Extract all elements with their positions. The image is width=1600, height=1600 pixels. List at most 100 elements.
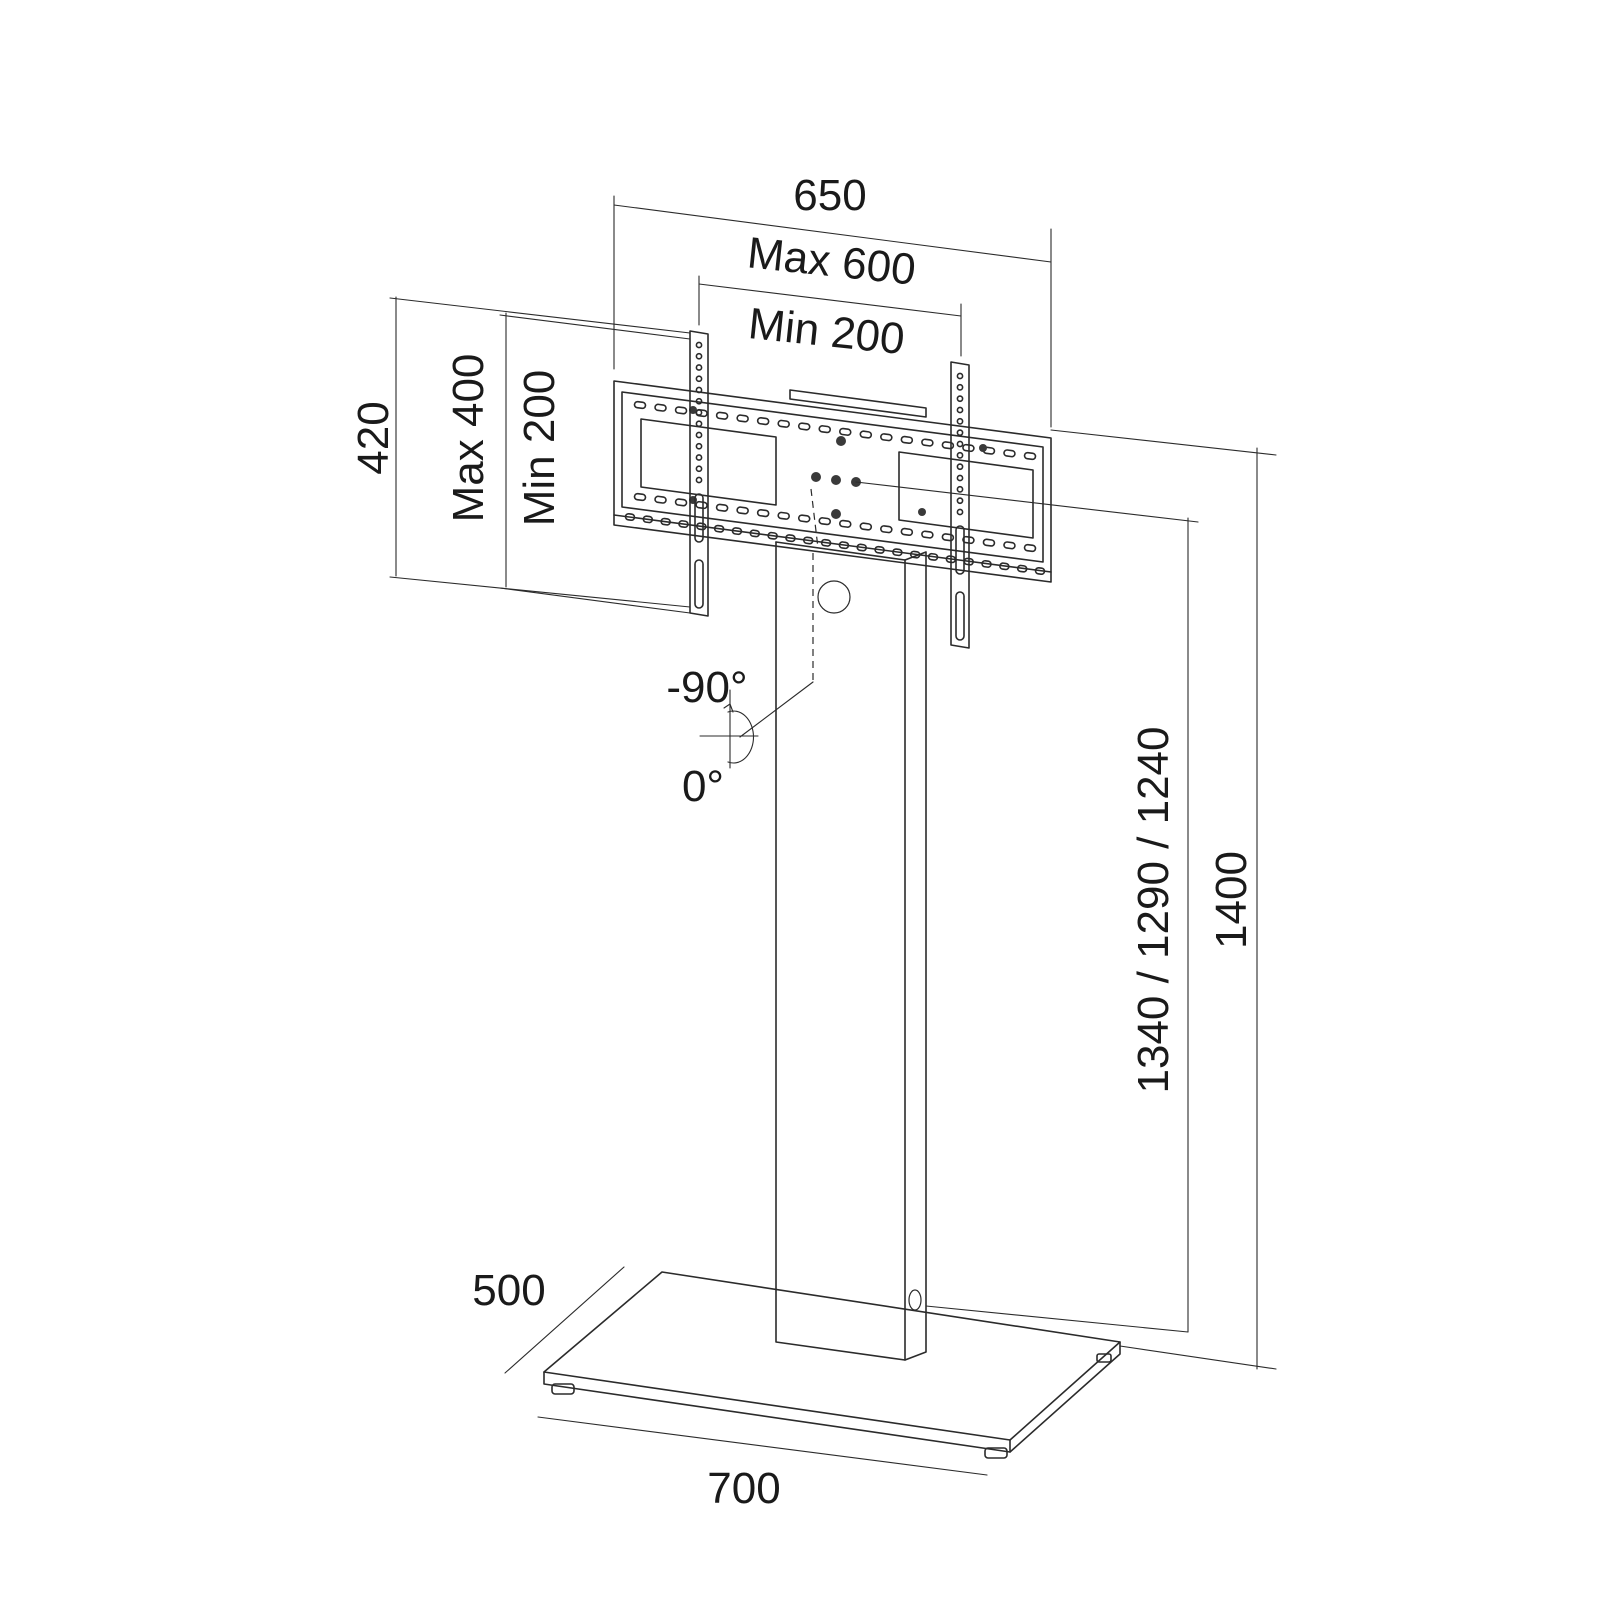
plate-slot (674, 406, 688, 415)
plate-slot (633, 492, 647, 502)
plate-slot (921, 530, 934, 539)
arm-hole (695, 397, 703, 405)
plate-slot (941, 441, 955, 450)
label-vesa-min-height: Min 200 (515, 370, 564, 527)
arm-hole (956, 508, 964, 516)
label-base-width: 700 (707, 1464, 780, 1513)
vesa-arm-left (689, 330, 709, 617)
plate-slot (909, 550, 921, 559)
plate-slot (624, 513, 636, 521)
arm-hole (695, 409, 703, 416)
plate-slot (921, 438, 934, 447)
plate-slot (1023, 451, 1037, 461)
column (775, 541, 927, 1361)
arm-hole (695, 375, 703, 383)
vesa-arm-right (950, 361, 970, 649)
plate-slot (820, 538, 832, 547)
dimension-labels: 650 Max 600 Min 200 420 Max 400 Min 200 … (349, 171, 1256, 1513)
plate-slot (777, 419, 790, 428)
tilt-indicator (699, 488, 819, 769)
arm-hole (956, 429, 964, 437)
arm-hole (956, 417, 964, 425)
plate-slot (874, 545, 885, 554)
label-vesa-min-width: Min 200 (746, 299, 907, 364)
plate-slot (731, 527, 743, 536)
label-vesa-max-height: Max 400 (444, 354, 493, 523)
arm-hole (956, 383, 964, 391)
plate-slot (859, 430, 873, 439)
plate-slot (900, 435, 914, 445)
arm-hole (956, 406, 964, 414)
arm-hole (956, 440, 964, 448)
plate-slot (654, 495, 667, 504)
arm-hole (695, 386, 703, 394)
arm-hole (695, 364, 703, 371)
plate-slot (1003, 541, 1016, 550)
plate-slot (859, 522, 873, 531)
plate-slot (642, 515, 654, 524)
plate-slot (785, 534, 796, 543)
plate-slot (818, 517, 832, 526)
plate-slot (892, 548, 903, 557)
arm-hole (956, 451, 964, 459)
plate-slot (982, 538, 996, 547)
plate-slot (797, 422, 811, 431)
arm-hole (695, 476, 703, 484)
arm-hole (695, 352, 703, 360)
plate-slot (674, 498, 688, 507)
plate-slot (900, 527, 914, 537)
plate-slot (713, 524, 725, 533)
plate-slot (1003, 449, 1016, 458)
arm-hole (956, 372, 964, 380)
plate-slot (736, 506, 749, 515)
plate-slot (660, 517, 671, 526)
label-plate-height: 420 (349, 401, 398, 474)
dimension-lines (389, 195, 1277, 1476)
plate-slot (696, 522, 707, 531)
label-total-height: 1400 (1207, 851, 1256, 949)
label-tilt-top: -90° (666, 663, 747, 712)
plate-slot (838, 427, 852, 436)
plate-slot (880, 525, 893, 534)
plate-slot (633, 400, 647, 410)
plate-slot (818, 425, 832, 434)
arm-hole (695, 420, 703, 428)
plate-slot (838, 541, 850, 550)
base-plate (543, 1271, 1121, 1459)
label-base-depth: 500 (472, 1266, 545, 1315)
plate-slot (999, 562, 1010, 571)
mount-plate (613, 380, 1052, 583)
label-plate-width: 650 (793, 171, 866, 220)
arm-hole (956, 485, 964, 493)
plate-slot (749, 529, 761, 538)
center-hole-pattern (689, 406, 987, 519)
plate-slot (695, 500, 708, 510)
plate-slot (802, 536, 814, 545)
arm-hole (695, 341, 703, 349)
label-vesa-max-width: Max 600 (745, 228, 918, 294)
plate-slot (927, 552, 939, 561)
arm-hole (956, 463, 964, 471)
plate-slot (1016, 564, 1028, 573)
plate-slot (767, 531, 778, 540)
arm-hole (695, 454, 703, 461)
plate-slot (1023, 543, 1037, 553)
plate-slot (797, 514, 811, 523)
plate-slot (736, 414, 749, 423)
plate-slot (654, 403, 667, 412)
plate-slot (981, 559, 992, 568)
arm-hole (695, 442, 703, 450)
plate-slot (856, 543, 868, 552)
plate-slot (880, 433, 893, 442)
plate-slot (941, 533, 955, 542)
plate-slot (678, 520, 689, 529)
plate-slot (715, 503, 729, 512)
label-height-positions: 1340 / 1290 / 1240 (1129, 727, 1178, 1094)
arm-hole (956, 474, 964, 482)
arm-hole (956, 497, 964, 505)
arm-hole (695, 465, 703, 473)
plate-slot (756, 416, 770, 426)
plate-slot (838, 519, 852, 528)
plate-slot (777, 511, 790, 520)
